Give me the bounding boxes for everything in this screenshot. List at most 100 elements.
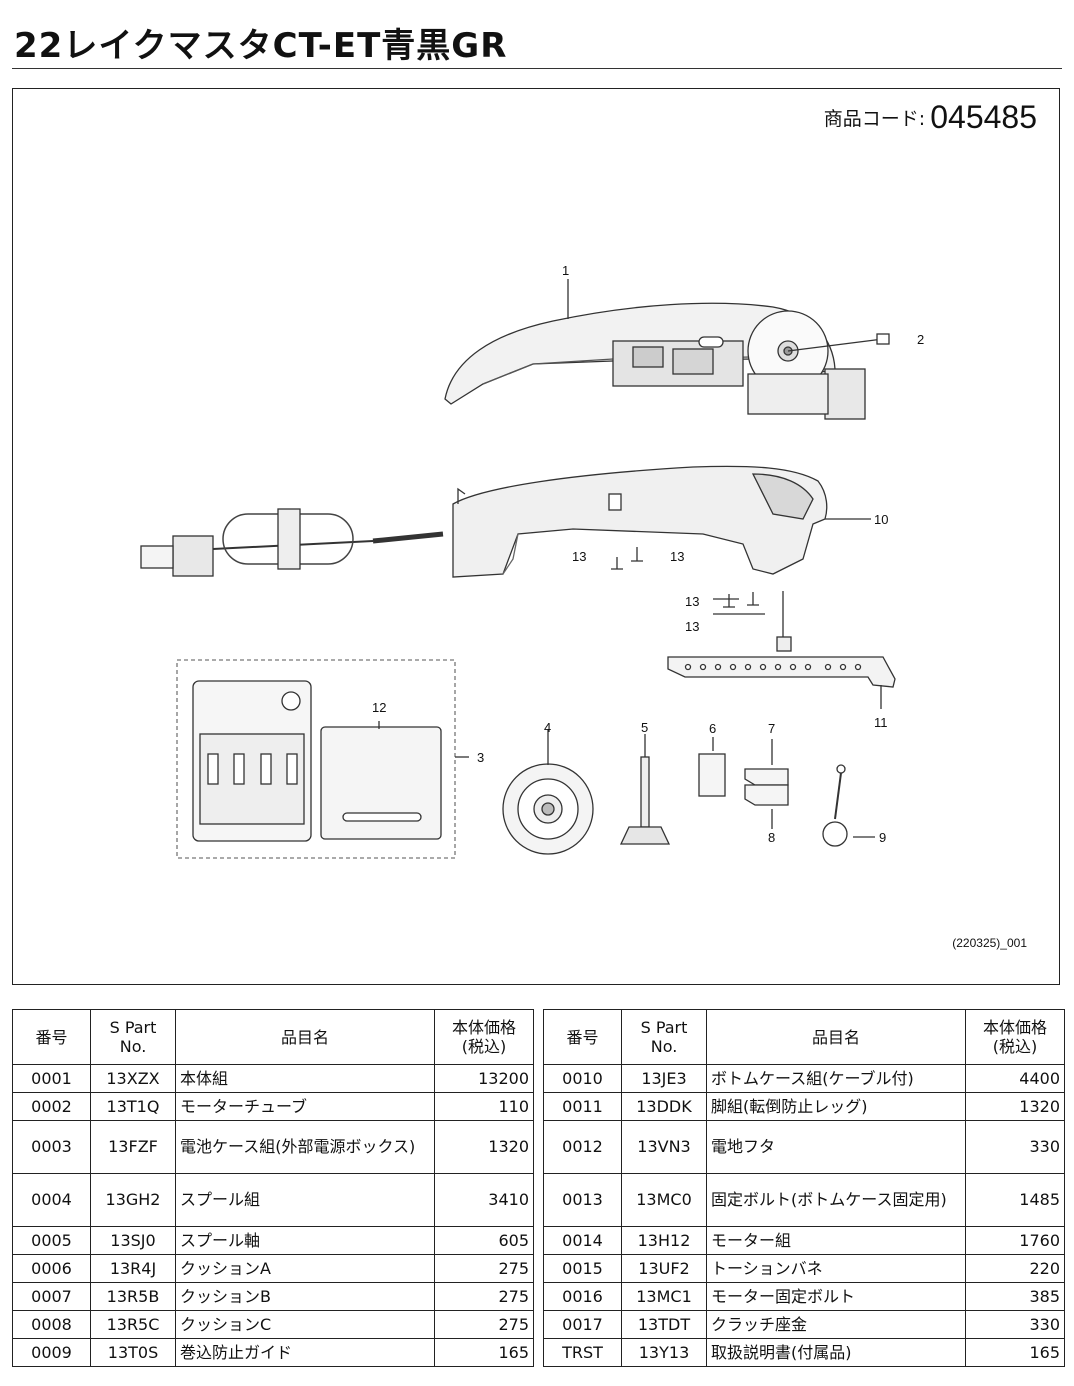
cell-item-name: トーションバネ xyxy=(706,1254,966,1283)
part-body-assembly xyxy=(444,302,890,420)
cell-part-no: 13MC1 xyxy=(621,1282,707,1311)
cell-number: 0009 xyxy=(12,1338,91,1367)
leader-lines xyxy=(567,279,882,709)
cell-item-name: 本体組 xyxy=(175,1064,435,1093)
cell-part-no: 13XZX xyxy=(90,1064,176,1093)
header-name: 品目名 xyxy=(175,1009,435,1065)
cell-price: 13200 xyxy=(434,1064,534,1093)
cell-price: 165 xyxy=(965,1338,1065,1367)
cell-item-name: 取扱説明書(付属品) xyxy=(706,1338,966,1367)
part-cushions xyxy=(698,737,789,829)
cell-item-name: 脚組(転倒防止レッグ) xyxy=(706,1092,966,1121)
cell-number: 0004 xyxy=(12,1173,91,1227)
cell-part-no: 13DDK xyxy=(621,1092,707,1121)
cell-price: 275 xyxy=(434,1282,534,1311)
cell-price: 220 xyxy=(965,1254,1065,1283)
part-leg xyxy=(667,591,896,688)
callout-9: 9 xyxy=(879,830,886,845)
cell-number: 0017 xyxy=(543,1310,622,1339)
callout-6: 6 xyxy=(709,721,716,736)
cell-item-name: モーター組 xyxy=(706,1226,966,1255)
cell-price: 1760 xyxy=(965,1226,1065,1255)
callout-1: 1 xyxy=(562,263,569,278)
cell-item-name: 電池ケース組(外部電源ボックス) xyxy=(175,1120,435,1174)
cell-part-no: 13H12 xyxy=(621,1226,707,1255)
cell-item-name: ボトムケース組(ケーブル付) xyxy=(706,1064,966,1093)
revision-code: (220325)_001 xyxy=(952,936,1027,950)
product-code: 商品コード: 045485 xyxy=(824,99,1037,136)
part-spool-shaft xyxy=(619,734,671,845)
cell-price: 4400 xyxy=(965,1064,1065,1093)
cell-price: 330 xyxy=(965,1120,1065,1174)
cell-item-name: モーター固定ボルト xyxy=(706,1282,966,1311)
cell-part-no: 13UF2 xyxy=(621,1254,707,1283)
product-code-label: 商品コード: xyxy=(823,108,926,130)
title-divider xyxy=(12,68,1062,69)
cell-part-no: 13Y13 xyxy=(621,1338,707,1367)
cell-price: 385 xyxy=(965,1282,1065,1311)
part-battery-box xyxy=(176,659,469,859)
cell-number: 0016 xyxy=(543,1282,622,1311)
cell-item-name: スプール組 xyxy=(175,1173,435,1227)
callout-11: 11 xyxy=(874,715,888,730)
cell-part-no: 13SJ0 xyxy=(90,1226,176,1255)
cell-price: 3410 xyxy=(434,1173,534,1227)
cell-number: 0015 xyxy=(543,1254,622,1283)
callout-7: 7 xyxy=(768,721,775,736)
cell-item-name: クッションA xyxy=(175,1254,435,1283)
cell-price: 165 xyxy=(434,1338,534,1367)
cell-price: 1485 xyxy=(965,1173,1065,1227)
fixing-bolts xyxy=(611,547,759,608)
part-spool xyxy=(502,729,594,855)
cell-item-name: 固定ボルト(ボトムケース固定用) xyxy=(706,1173,966,1227)
header-no: 番号 xyxy=(543,1009,622,1065)
cell-item-name: スプール軸 xyxy=(175,1226,435,1255)
part-guide xyxy=(822,764,875,847)
cell-item-name: 電地フタ xyxy=(706,1120,966,1174)
cell-part-no: 13FZF xyxy=(90,1120,176,1174)
callout-13b: 13 xyxy=(670,549,684,564)
cell-part-no: 13R4J xyxy=(90,1254,176,1283)
cell-part-no: 13T1Q xyxy=(90,1092,176,1121)
cell-part-no: 13MC0 xyxy=(621,1173,707,1227)
header-price: 本体価格(税込) xyxy=(965,1009,1065,1065)
cell-number: 0012 xyxy=(543,1120,622,1174)
cell-number: 0010 xyxy=(543,1064,622,1093)
callout-4: 4 xyxy=(544,720,551,735)
cell-part-no: 13T0S xyxy=(90,1338,176,1367)
exploded-diagram: 商品コード: 045485 xyxy=(12,88,1060,985)
cell-part-no: 13VN3 xyxy=(621,1120,707,1174)
page-title: 22レイクマスタCT-ET青黒GR xyxy=(14,26,508,66)
cell-price: 110 xyxy=(434,1092,534,1121)
cell-number: 0008 xyxy=(12,1310,91,1339)
callout-8: 8 xyxy=(768,830,775,845)
cell-price: 330 xyxy=(965,1310,1065,1339)
callout-5: 5 xyxy=(641,720,648,735)
header-name: 品目名 xyxy=(706,1009,966,1065)
callout-13c: 13 xyxy=(685,594,699,609)
cell-number: 0003 xyxy=(12,1120,91,1174)
cell-part-no: 13R5C xyxy=(90,1310,176,1339)
cell-part-no: 13TDT xyxy=(621,1310,707,1339)
cell-number: 0013 xyxy=(543,1173,622,1227)
cell-number: TRST xyxy=(543,1338,622,1367)
cell-item-name: クッションC xyxy=(175,1310,435,1339)
callout-2: 2 xyxy=(917,332,924,347)
